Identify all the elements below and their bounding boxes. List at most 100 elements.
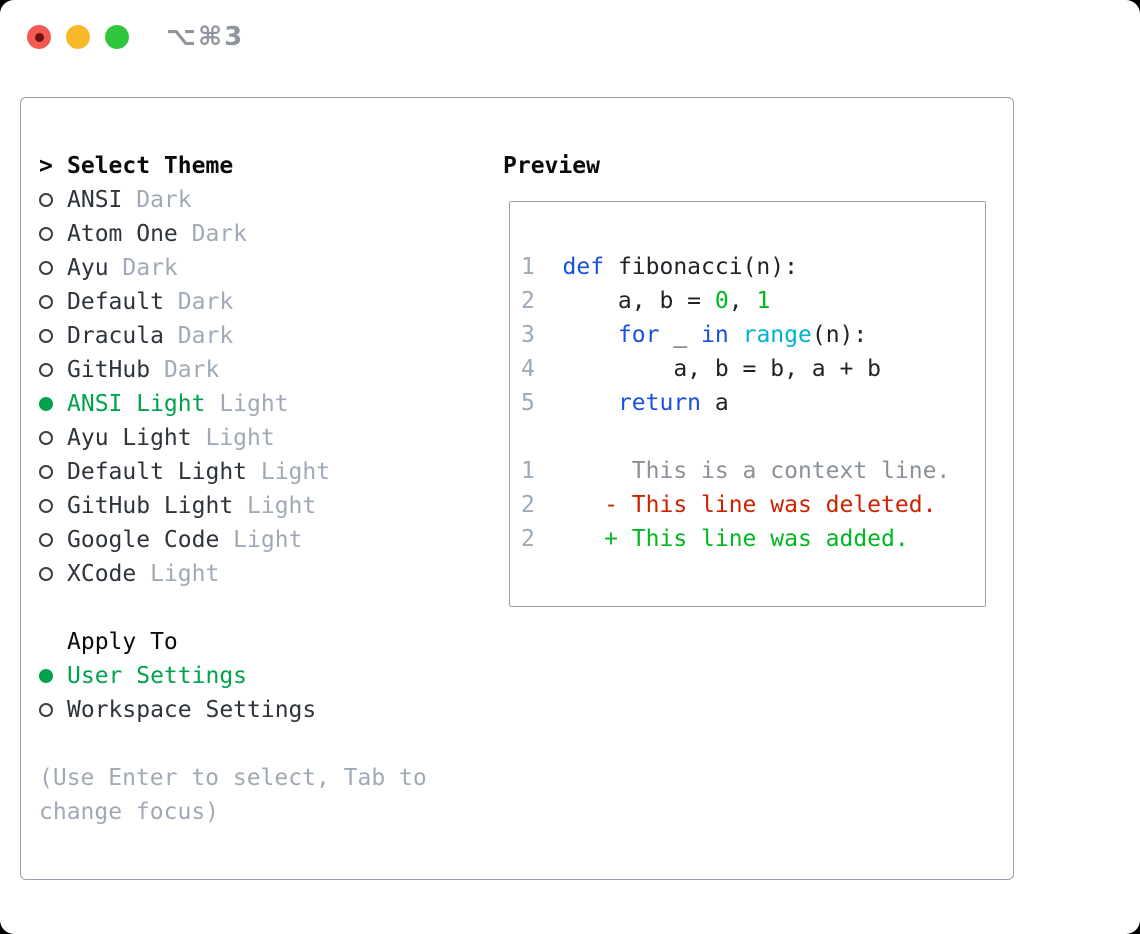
radio-icon — [39, 465, 53, 479]
titlebar: ⌥⌘3 — [27, 22, 245, 52]
apply-to-header: Apply To — [67, 629, 178, 655]
line-number: 2 — [521, 492, 563, 518]
radio-marker — [39, 193, 67, 207]
theme-item-variant: Light — [219, 527, 303, 553]
radio-marker — [39, 499, 67, 513]
radio-marker — [39, 227, 67, 241]
spacer — [521, 420, 985, 454]
radio-marker — [39, 295, 67, 309]
theme-item-ansi[interactable]: ANSI Dark — [39, 183, 499, 217]
radio-icon — [39, 261, 53, 275]
diff-text: This is a context line. — [562, 458, 951, 484]
code-segment: a — [701, 390, 729, 416]
radio-icon — [39, 227, 53, 241]
code-segment: _ — [659, 322, 702, 348]
cursor-chevron-icon: > — [39, 153, 53, 179]
radio-marker — [39, 261, 67, 275]
theme-item-xcode[interactable]: XCode Light — [39, 557, 499, 591]
theme-item-github[interactable]: GitHub Dark — [39, 353, 499, 387]
radio-marker — [39, 465, 67, 479]
code-segment: 1 — [756, 288, 771, 314]
theme-item-variant: Dark — [177, 221, 248, 247]
theme-item-variant: Light — [233, 493, 317, 519]
theme-item-default-light[interactable]: Default Light Light — [39, 455, 499, 489]
code-segment: (n): — [811, 322, 868, 348]
code-segment: return — [617, 390, 702, 416]
apply-option-user-settings[interactable]: User Settings — [39, 659, 499, 693]
theme-item-ansi-light[interactable]: ANSI Light Light — [39, 387, 499, 421]
code-line: 1 def fibonacci(n): — [521, 250, 985, 284]
code-segment: range — [742, 322, 812, 348]
line-number: 5 — [521, 390, 563, 416]
apply-option-label: User Settings — [67, 663, 248, 689]
theme-item-variant: Light — [136, 561, 220, 587]
code-segment: a, b = b, a + b — [562, 356, 882, 382]
radio-marker — [39, 397, 67, 411]
theme-item-google-code[interactable]: Google Code Light — [39, 523, 499, 557]
radio-icon — [39, 703, 53, 717]
theme-item-variant: Dark — [163, 323, 234, 349]
spacer — [39, 727, 499, 761]
apply-to-header-row: Apply To — [39, 625, 499, 659]
theme-item-github-light[interactable]: GitHub Light Light — [39, 489, 499, 523]
diff-line-added: 2 + This line was added. — [521, 522, 985, 556]
line-number: 4 — [521, 356, 563, 382]
preview-header: Preview — [503, 153, 600, 179]
help-text: (Use Enter to select, Tab to change focu… — [39, 765, 427, 825]
theme-item-atom-one[interactable]: Atom One Dark — [39, 217, 499, 251]
theme-item-variant: Light — [247, 459, 331, 485]
radio-icon — [39, 397, 53, 411]
line-number: 2 — [521, 526, 563, 552]
theme-item-dracula[interactable]: Dracula Dark — [39, 319, 499, 353]
code-line: 5 return a — [521, 386, 985, 420]
code-line: 2 a, b = 0, 1 — [521, 284, 985, 318]
apply-option-workspace-settings[interactable]: Workspace Settings — [39, 693, 499, 727]
code-segment: fibonacci(n): — [604, 254, 798, 280]
radio-icon — [39, 193, 53, 207]
line-number: 3 — [521, 322, 563, 348]
theme-item-label: Dracula — [67, 323, 164, 349]
diff-line-deleted: 2 - This line was deleted. — [521, 488, 985, 522]
code-segment: 0 — [714, 288, 729, 314]
radio-icon — [39, 567, 53, 581]
code-segment: def — [562, 254, 605, 280]
theme-item-label: Default Light — [67, 459, 248, 485]
window-title: ⌥⌘3 — [166, 22, 245, 52]
close-button-icon[interactable] — [27, 25, 51, 49]
theme-item-label: Atom One — [67, 221, 178, 247]
code-segment: , — [728, 288, 757, 314]
diff-text: + This line was added. — [562, 526, 909, 552]
zoom-button-icon[interactable] — [105, 25, 129, 49]
theme-item-ayu-light[interactable]: Ayu Light Light — [39, 421, 499, 455]
theme-item-default[interactable]: Default Dark — [39, 285, 499, 319]
radio-icon — [39, 669, 53, 683]
radio-icon — [39, 295, 53, 309]
theme-item-ayu[interactable]: Ayu Dark — [39, 251, 499, 285]
theme-item-label: GitHub — [67, 357, 151, 383]
spacer — [39, 591, 499, 625]
radio-marker — [39, 329, 67, 343]
radio-icon — [39, 431, 53, 445]
theme-item-label: XCode — [67, 561, 137, 587]
diff-line-context: 1 This is a context line. — [521, 454, 985, 488]
diff-preview: 1 This is a context line.2 - This line w… — [521, 454, 985, 556]
theme-item-label: Ayu — [67, 255, 109, 281]
radio-marker — [39, 431, 67, 445]
radio-icon — [39, 363, 53, 377]
minimize-button-icon[interactable] — [66, 25, 90, 49]
theme-item-label: Ayu Light — [67, 425, 192, 451]
radio-icon — [39, 329, 53, 343]
code-segment — [563, 322, 618, 348]
radio-marker — [39, 533, 67, 547]
radio-marker — [39, 567, 67, 581]
line-number: 1 — [521, 458, 563, 484]
select-theme-header: Select Theme — [67, 153, 234, 179]
apply-option-label: Workspace Settings — [67, 697, 317, 723]
theme-item-label: ANSI Light — [67, 391, 206, 417]
diff-text: - This line was deleted. — [562, 492, 937, 518]
